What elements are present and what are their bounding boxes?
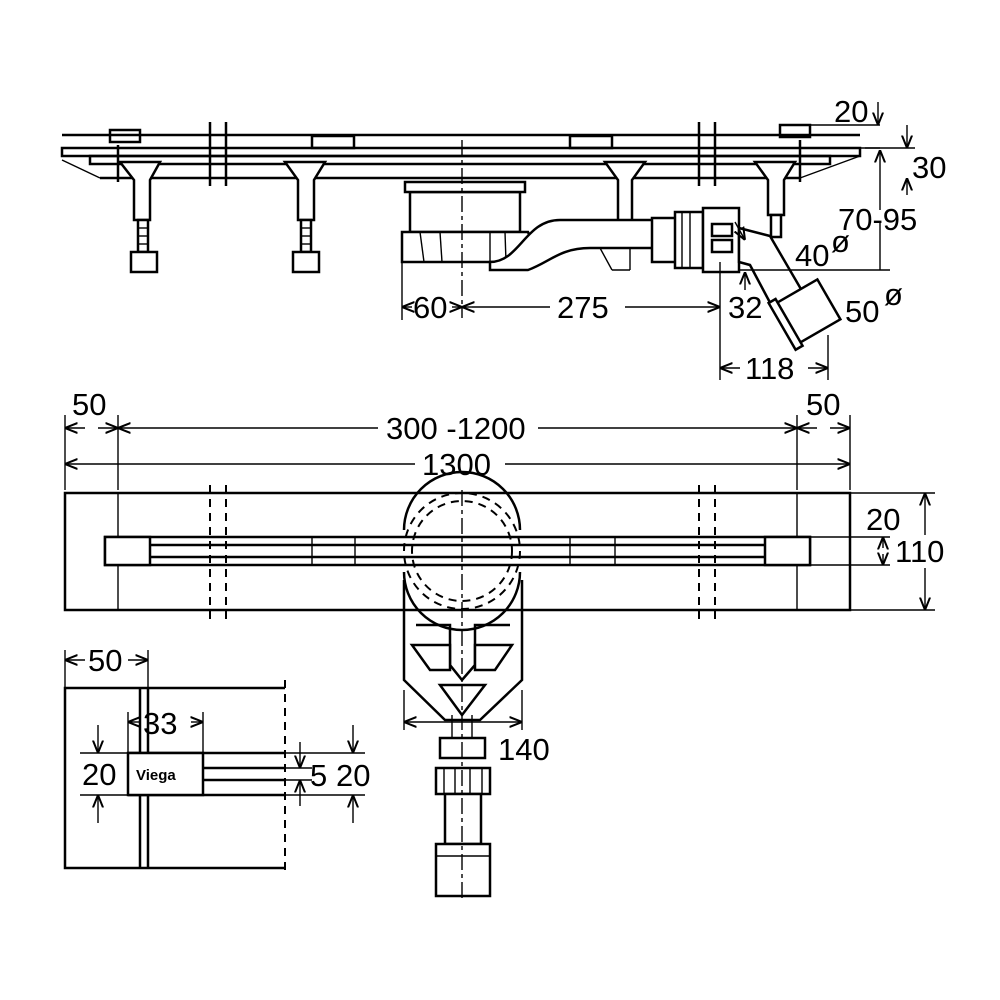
dim-pipe-40: 40 bbox=[795, 238, 829, 273]
dim-slot-20: 20 bbox=[336, 758, 370, 793]
drain-body bbox=[400, 180, 662, 272]
dim-top-gap: 20 bbox=[834, 94, 868, 129]
dim-total: 1300 bbox=[422, 447, 491, 482]
dim-slot-width: 20 bbox=[866, 502, 900, 537]
outlet-fitting bbox=[650, 206, 843, 352]
drain-outlet-body bbox=[402, 580, 524, 738]
dim-slot-5: 5 bbox=[310, 758, 327, 793]
support-leg-2 bbox=[282, 160, 328, 274]
support-leg-4 bbox=[752, 160, 798, 239]
dim-offset-118: 118 bbox=[745, 351, 794, 386]
dim-height-30: 30 bbox=[912, 150, 946, 185]
dim-range: 300 -1200 bbox=[386, 411, 526, 446]
side-view: 20 30 70-95 40 ø 32 50 ø 60 275 bbox=[60, 94, 946, 386]
dim-pipe-32: 32 bbox=[728, 290, 762, 325]
dim-body-width: 110 bbox=[895, 534, 944, 569]
dim-right-margin: 50 bbox=[806, 387, 840, 422]
end-cap-right bbox=[778, 123, 812, 139]
dim-pipe-50: 50 bbox=[845, 294, 879, 329]
support-leg-1 bbox=[117, 160, 163, 274]
dim-logo-width: 33 bbox=[143, 706, 177, 741]
dim-left-margin: 50 bbox=[72, 387, 106, 422]
dim-offset-275: 275 bbox=[557, 290, 609, 325]
diameter-symbol-50: ø bbox=[884, 277, 903, 312]
dim-height-range: 70-95 bbox=[838, 202, 917, 237]
channel-outline bbox=[63, 491, 852, 612]
clip-right bbox=[568, 134, 614, 150]
diameter-symbol-40: ø bbox=[831, 224, 850, 259]
dim-outlet-width: 140 bbox=[498, 732, 550, 767]
top-view: 50 300 -1200 50 1300 bbox=[63, 387, 944, 900]
viega-logo: Viega bbox=[136, 767, 176, 784]
detail-view: 50 Viega 33 20 5 20 bbox=[63, 643, 370, 870]
channel-lower-plate bbox=[88, 154, 832, 166]
logo-plate bbox=[126, 751, 205, 797]
clip-left bbox=[310, 134, 356, 150]
dim-offset-60: 60 bbox=[413, 290, 447, 325]
dim-detail-edge: 50 bbox=[88, 643, 122, 678]
outlet-pipe bbox=[434, 736, 492, 898]
dim-logo-height: 20 bbox=[82, 757, 116, 792]
